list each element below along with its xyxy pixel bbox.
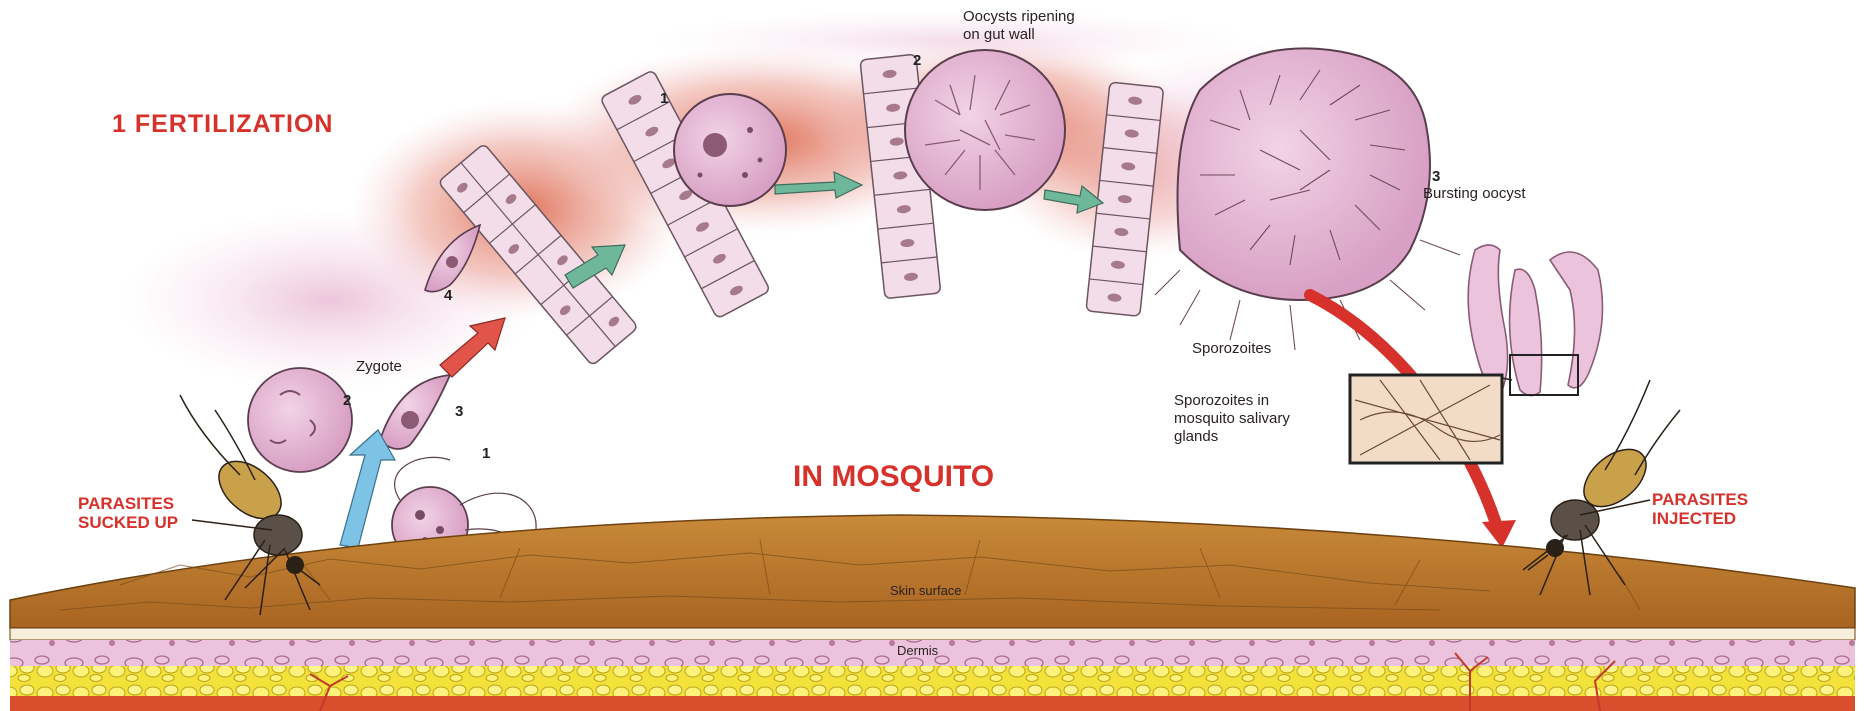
oocyst-ripening xyxy=(905,50,1065,210)
step-number-oocyst-1: 1 xyxy=(660,90,668,107)
step-number-zygote-2: 2 xyxy=(343,392,351,409)
step-number-oocyst-2: 2 xyxy=(913,52,921,69)
step-number-gamete: 1 xyxy=(482,445,490,462)
bursting-oocyst-label: Bursting oocyst xyxy=(1423,185,1526,203)
zygote-cell xyxy=(248,368,352,472)
dermis-label: Dermis xyxy=(897,643,938,658)
parasites-injected-label: PARASITES INJECTED xyxy=(1652,490,1748,528)
fertilization-title: 1 FERTILIZATION xyxy=(112,110,333,139)
step-number-ookinete-4: 4 xyxy=(444,287,452,304)
step-number-oocyst-3: 3 xyxy=(1432,168,1440,185)
sporozoites-glands-label: Sporozoites in mosquito salivary glands xyxy=(1174,392,1290,446)
oocyst-bursting xyxy=(1155,48,1460,350)
parasites-sucked-up-label: PARASITES SUCKED UP xyxy=(78,494,178,532)
in-mosquito-title: IN MOSQUITO xyxy=(793,460,994,494)
sporozoites-label: Sporozoites xyxy=(1192,340,1271,358)
skin-surface-label: Skin surface xyxy=(890,583,962,598)
zygote-label: Zygote xyxy=(356,358,402,376)
gland-closeup-box xyxy=(1350,375,1502,463)
step-number-zygote-3: 3 xyxy=(455,403,463,420)
arrow-blue-up xyxy=(340,430,395,548)
salivary-gland-icon xyxy=(1468,245,1602,396)
oocyst-young xyxy=(674,94,786,206)
oocysts-ripening-label: Oocysts ripening on gut wall xyxy=(963,8,1075,44)
